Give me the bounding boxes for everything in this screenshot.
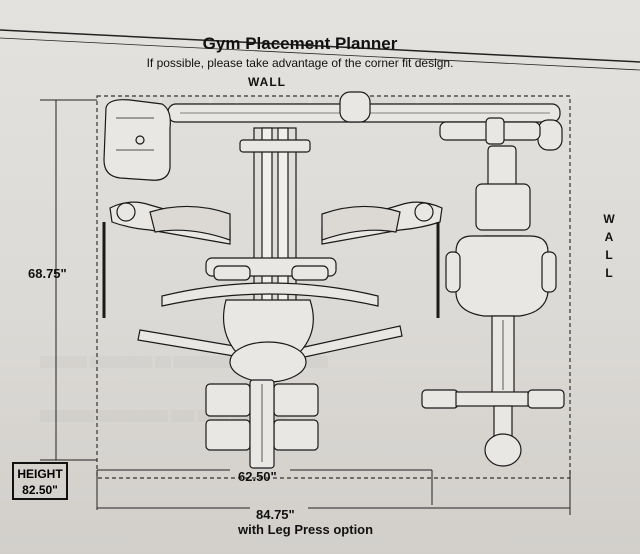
- height-label: HEIGHT: [17, 467, 63, 481]
- top-border-line: [0, 29, 640, 63]
- page-subtitle: If possible, please take advantage of th…: [146, 56, 454, 70]
- wall-top-label: WALL: [248, 75, 286, 89]
- wall-right-label: WALL: [603, 212, 615, 280]
- top-border-line-inner: [0, 37, 640, 71]
- height-box: HEIGHT 82.50": [12, 462, 68, 500]
- leg-press-note: with Leg Press option: [238, 522, 374, 537]
- width-with-leg-press-label: 84.75": [256, 507, 295, 522]
- page-title: Gym Placement Planner: [202, 34, 398, 53]
- width-dimension-label: 62.50": [238, 469, 277, 484]
- footprint-dashed-outline: [96, 95, 571, 479]
- bench-top-view: [421, 145, 565, 467]
- gym-machine-top-view: [102, 91, 563, 469]
- height-value: 82.50": [22, 483, 58, 497]
- depth-dimension-label: 68.75": [28, 266, 67, 281]
